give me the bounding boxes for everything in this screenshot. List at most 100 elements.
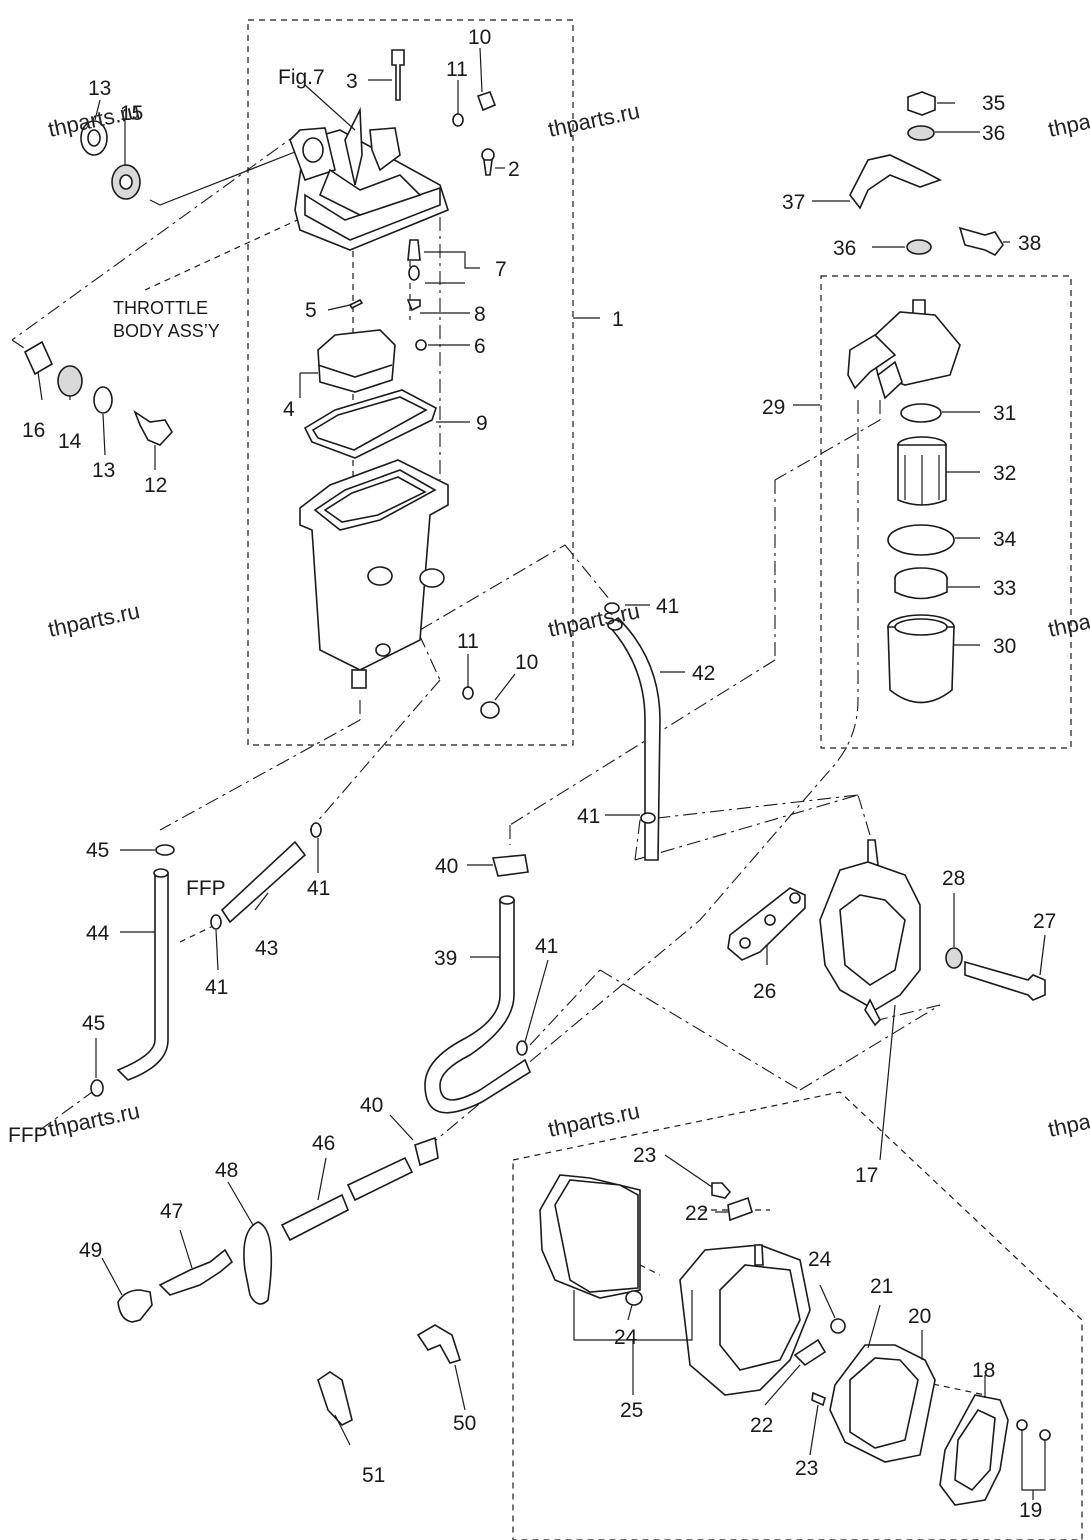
clip-part-41-d bbox=[640, 812, 656, 824]
check-valve-part-22-top bbox=[727, 1196, 753, 1222]
hose-clip-fig7 bbox=[344, 106, 363, 186]
label-part-46: 46 bbox=[312, 1132, 335, 1155]
label-part-32: 32 bbox=[993, 462, 1016, 485]
check-valve-part-22-bottom bbox=[793, 1338, 827, 1367]
holder-part-50 bbox=[416, 1324, 462, 1364]
washer-part-11-bottom bbox=[462, 686, 474, 700]
label-part-45-bottom: 45 bbox=[82, 1012, 105, 1035]
fuel-pump-assembly bbox=[819, 839, 921, 1027]
filter-element-part-32 bbox=[897, 436, 947, 506]
label-part-51: 51 bbox=[362, 1464, 385, 1487]
nut-part-35 bbox=[907, 91, 936, 116]
label-part-29: 29 bbox=[762, 396, 785, 419]
watermark: thparts.ru bbox=[1046, 98, 1090, 142]
label-part-48: 48 bbox=[215, 1159, 238, 1182]
gasket-part-20 bbox=[849, 1357, 919, 1449]
watermark: thparts.ru bbox=[1046, 1098, 1090, 1142]
label-part-44: 44 bbox=[86, 922, 110, 945]
watermark: thparts.ru bbox=[46, 1098, 142, 1142]
label-throttle-body-line2: BODY ASS’Y bbox=[113, 321, 220, 341]
label-part-41-mid: 41 bbox=[577, 805, 600, 828]
washer-part-28 bbox=[945, 947, 963, 969]
label-part-17: 17 bbox=[855, 1164, 878, 1187]
label-part-40-top: 40 bbox=[435, 855, 458, 878]
vapor-separator-group-box bbox=[247, 19, 574, 746]
label-part-15: 15 bbox=[120, 102, 143, 125]
label-part-6: 6 bbox=[474, 335, 486, 358]
label-part-10: 10 bbox=[468, 26, 491, 49]
label-part-16: 16 bbox=[22, 419, 45, 442]
label-part-45-top: 45 bbox=[86, 839, 109, 862]
ring-part-33 bbox=[894, 567, 948, 600]
label-part-41-lower-right: 41 bbox=[535, 935, 558, 958]
label-part-38: 38 bbox=[1018, 232, 1041, 255]
label-part-25: 25 bbox=[620, 1399, 643, 1422]
label-part-34: 34 bbox=[993, 528, 1017, 551]
holder-part-51 bbox=[317, 1371, 353, 1426]
bracket-part-37 bbox=[849, 154, 942, 210]
clip-part-5 bbox=[348, 298, 364, 310]
washer-part-13-bottom bbox=[93, 386, 113, 414]
label-part-36: 36 bbox=[982, 122, 1005, 145]
label-part-22-bottom: 22 bbox=[750, 1414, 773, 1437]
bolt-part-27 bbox=[964, 960, 1046, 1001]
part-number-labels: 10 11 3 Fig.7 13 15 2 7 5 8 1 6 4 9 THRO… bbox=[8, 26, 1056, 1522]
clip-part-48 bbox=[243, 1221, 273, 1305]
label-part-37: 37 bbox=[782, 191, 805, 214]
label-part-12: 12 bbox=[144, 474, 167, 497]
filter-head-part-29 bbox=[847, 299, 961, 400]
label-part-43: 43 bbox=[255, 937, 278, 960]
label-part-4: 4 bbox=[283, 398, 295, 421]
label-part-28: 28 bbox=[942, 867, 965, 890]
label-part-13: 13 bbox=[88, 77, 111, 100]
label-part-41-top: 41 bbox=[656, 595, 679, 618]
joint-part-47 bbox=[158, 1248, 234, 1296]
screw-part-3 bbox=[391, 49, 405, 101]
o-ring-part-31 bbox=[900, 403, 942, 423]
plug-part-49 bbox=[117, 1289, 153, 1323]
label-part-10-lower: 10 bbox=[515, 651, 538, 674]
washer-part-11-top bbox=[452, 113, 464, 127]
clip-part-45-top bbox=[155, 844, 175, 856]
watermark: thparts.ru bbox=[546, 1098, 642, 1142]
clip-part-40-top bbox=[491, 854, 529, 877]
label-part-24-left: 24 bbox=[614, 1326, 638, 1349]
label-part-41-hose43: 41 bbox=[307, 877, 330, 900]
vapor-separator-top-cover bbox=[289, 127, 449, 251]
label-part-39: 39 bbox=[434, 947, 457, 970]
watermark: thparts.ru bbox=[46, 598, 142, 642]
label-part-23-top: 23 bbox=[633, 1144, 656, 1167]
nut-part-24-left bbox=[625, 1290, 643, 1306]
label-ffp-upper: FFP bbox=[186, 877, 226, 900]
hose-part-39 bbox=[424, 899, 531, 1114]
label-part-2: 2 bbox=[508, 158, 520, 181]
float bbox=[317, 329, 396, 393]
label-part-31: 31 bbox=[993, 402, 1016, 425]
clip-part-45-bottom bbox=[90, 1079, 104, 1097]
screw-part-19 bbox=[1016, 1419, 1028, 1431]
label-part-11-lower: 11 bbox=[457, 630, 479, 653]
hose-part-42 bbox=[606, 616, 661, 861]
clip-part-41-b bbox=[210, 914, 222, 930]
label-part-1: 1 bbox=[612, 308, 624, 331]
bolt-part-12 bbox=[133, 409, 173, 446]
label-part-11: 11 bbox=[446, 58, 468, 81]
label-part-19: 19 bbox=[1019, 1499, 1042, 1522]
label-throttle-body-line1: THROTTLE bbox=[113, 298, 208, 318]
grommet-part-14 bbox=[57, 365, 83, 397]
clip-part-41-c bbox=[604, 602, 620, 614]
screw-part-6 bbox=[415, 339, 427, 351]
bolt-part-38 bbox=[958, 226, 1004, 257]
pump-body bbox=[679, 1244, 811, 1396]
watermark: thparts.ru bbox=[546, 98, 642, 142]
fuel-filter-group-box bbox=[820, 275, 1072, 749]
label-part-22-top: 22 bbox=[685, 1202, 708, 1225]
screw-part-23-top bbox=[711, 1182, 732, 1199]
label-part-13-lower: 13 bbox=[92, 459, 115, 482]
hose-part-46 bbox=[280, 1193, 350, 1242]
hose-part-44 bbox=[116, 872, 169, 1081]
label-part-30: 30 bbox=[993, 635, 1016, 658]
watermark: thparts.ru bbox=[1046, 598, 1090, 642]
label-part-3: 3 bbox=[346, 70, 358, 93]
label-part-20: 20 bbox=[908, 1305, 931, 1328]
